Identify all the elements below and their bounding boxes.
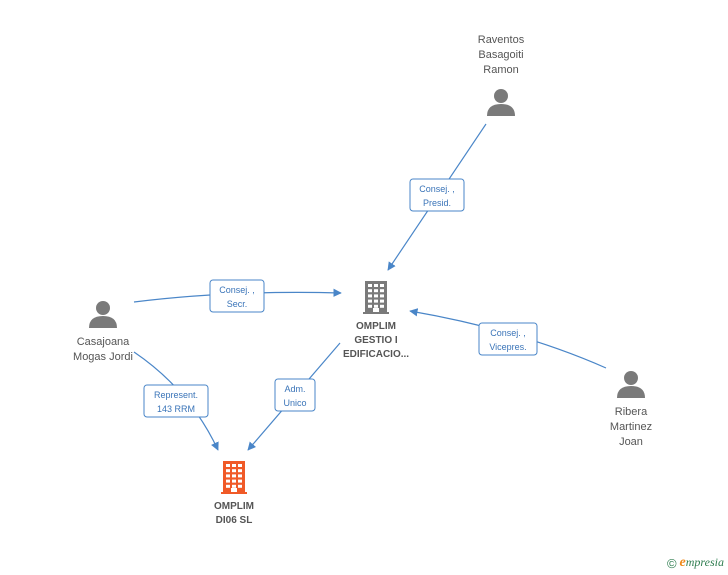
person-icon[interactable]: [617, 371, 645, 398]
node-label: Martinez: [610, 421, 652, 433]
edge-label-text: Represent.: [154, 390, 198, 400]
node-omplim-di06[interactable]: OMPLIM DI06 SL: [214, 461, 254, 526]
node-label: GESTIO I: [354, 335, 398, 346]
edge-label-text: Presid.: [423, 198, 451, 208]
node-label: Ribera: [615, 406, 648, 418]
node-label: DI06 SL: [216, 515, 253, 526]
edge-label-text: Secr.: [227, 299, 248, 309]
edge-label-text: Consej. ,: [419, 184, 455, 194]
edge-label-text: Vicepres.: [489, 342, 526, 352]
node-label: Raventos: [478, 34, 525, 46]
node-label: OMPLIM: [356, 321, 396, 332]
copyright-symbol: ©: [666, 555, 677, 571]
node-omplim-gestio[interactable]: OMPLIM GESTIO I EDIFICACIO...: [343, 281, 409, 360]
edge-raventos-to-omplim-gestio: Consej. , Presid.: [387, 123, 487, 271]
edge-label-box[interactable]: [143, 384, 209, 418]
edges-layer: Consej. , Presid. Consej. , Secr. Consej. , V…: [133, 123, 607, 451]
node-label: Mogas Jordi: [73, 351, 133, 363]
node-label: Casajoana: [77, 336, 130, 348]
edge-casajoana-to-omplim-gestio: Consej. , Secr.: [133, 279, 342, 313]
edge-label-box[interactable]: [209, 279, 265, 313]
building-icon[interactable]: [221, 461, 247, 494]
person-icon[interactable]: [89, 301, 117, 328]
edge-label-box[interactable]: [274, 378, 316, 412]
edge-casajoana-to-omplim-di06: Represent. 143 RRM: [133, 351, 219, 451]
edge-label-box[interactable]: [478, 322, 538, 356]
edge-label-box[interactable]: [409, 178, 465, 212]
edge-ribera-to-omplim-gestio: Consej. , Vicepres.: [409, 308, 607, 369]
edge-label-text: Adm.: [284, 384, 305, 394]
edge-label-text: Consej. ,: [490, 328, 526, 338]
building-icon[interactable]: [363, 281, 389, 314]
node-label: Joan: [619, 436, 643, 448]
node-label: OMPLIM: [214, 501, 254, 512]
edge-omplim-gestio-to-omplim-di06: Adm. Unico: [247, 342, 341, 451]
brand-initial: e: [679, 555, 686, 570]
node-label: EDIFICACIO...: [343, 349, 409, 360]
edge-label-text: 143 RRM: [157, 404, 195, 414]
node-label: Ramon: [483, 64, 518, 76]
empresia-watermark: © empresia: [667, 555, 724, 571]
edge-label-text: Unico: [283, 398, 306, 408]
edge-label-text: Consej. ,: [219, 285, 255, 295]
node-label: Basagoiti: [478, 49, 523, 61]
brand-name: mpresia: [685, 555, 724, 569]
person-icon[interactable]: [487, 89, 515, 116]
